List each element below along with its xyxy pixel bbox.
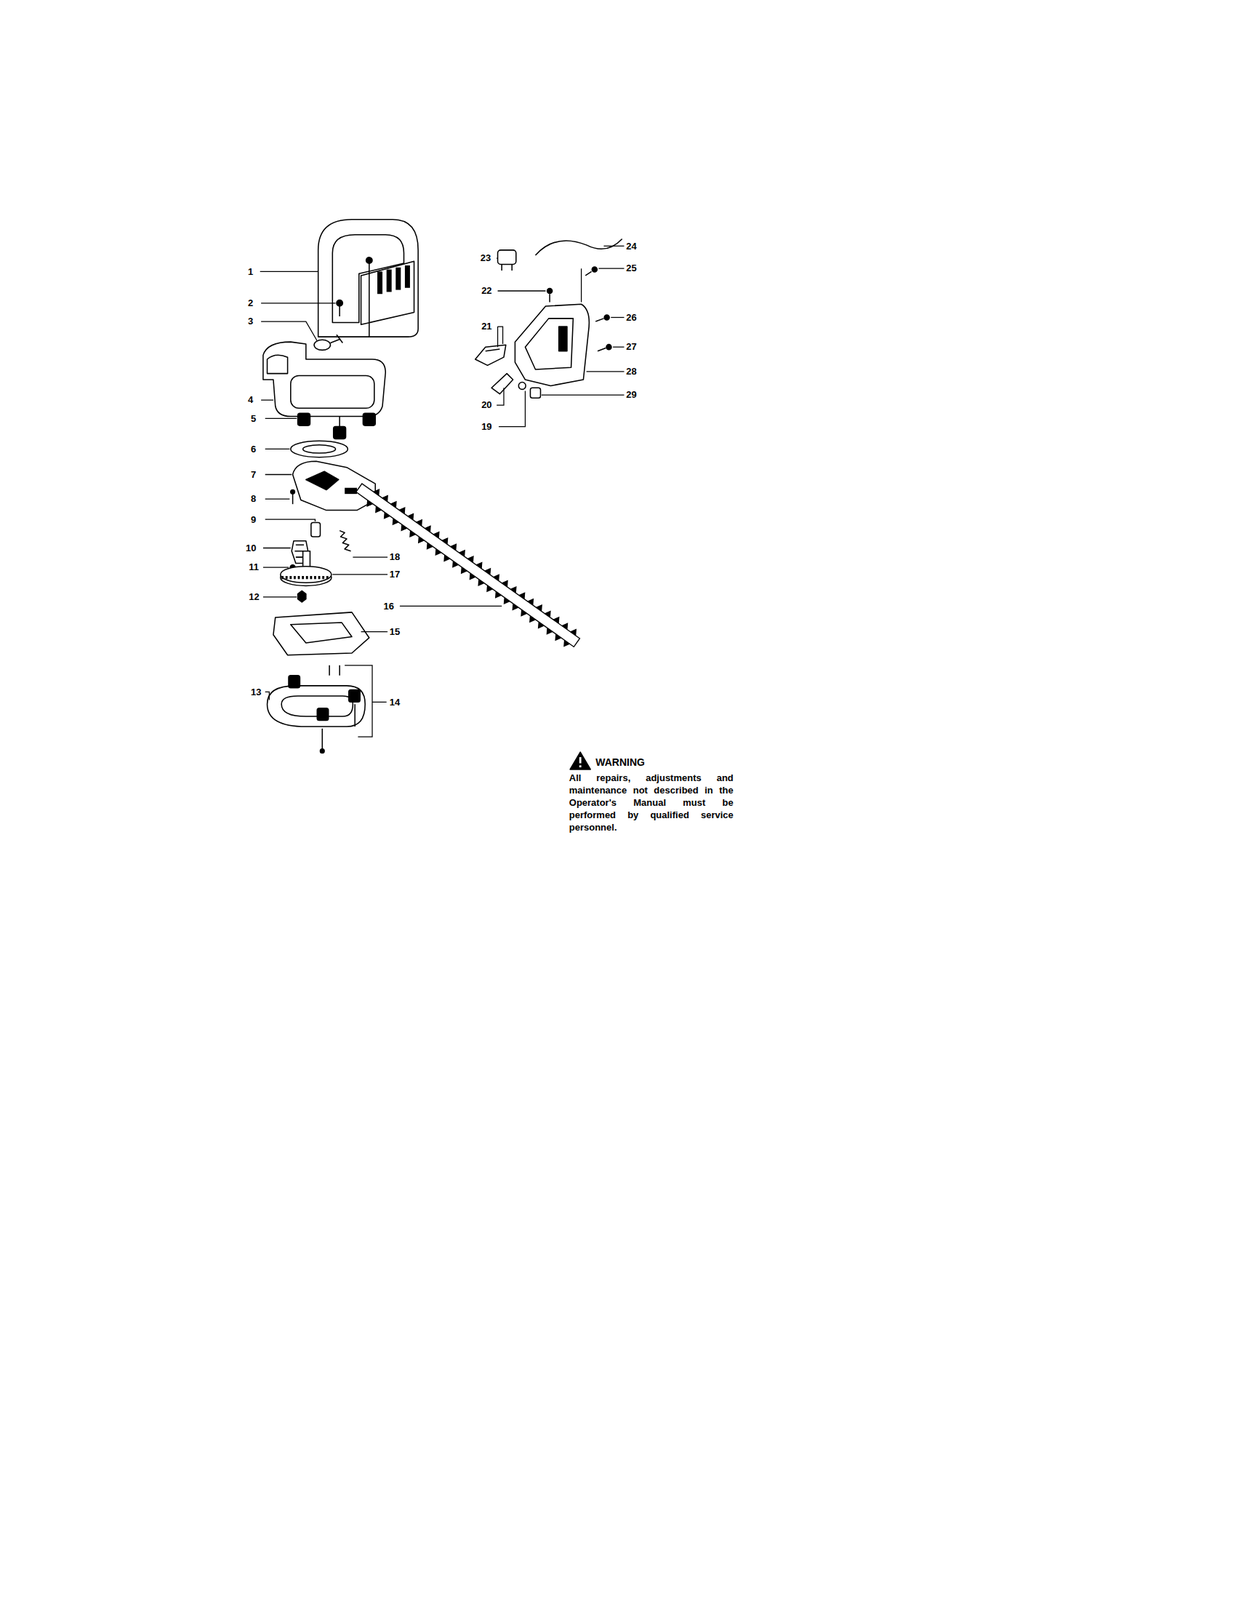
blade-tooth [415, 524, 433, 545]
callout-number: 12 [248, 591, 259, 602]
blade-tooth [467, 560, 485, 581]
callout-number: 22 [481, 285, 492, 296]
callout-number: 27 [625, 341, 637, 352]
blade-tooth [535, 609, 553, 630]
callout-number: 11 [248, 561, 259, 572]
callout-number: 13 [250, 687, 261, 697]
blade-tooth [424, 529, 442, 551]
callout-number: 10 [245, 543, 256, 553]
blade-tooth [372, 493, 390, 514]
callout-number: 25 [625, 263, 637, 273]
callout-number: 15 [389, 626, 400, 637]
blade-tooth [492, 578, 510, 600]
callout-number: 18 [389, 551, 400, 562]
callout-number: 28 [625, 366, 637, 376]
callout-number: 2 [247, 298, 253, 308]
callout-number: 1 [247, 266, 253, 277]
callout-number: 20 [481, 399, 492, 410]
callout-number: 3 [247, 316, 253, 326]
warning-heading: WARNING [595, 756, 645, 767]
blade-tooth [527, 603, 544, 624]
blade-tooth [476, 566, 493, 587]
blade-tooth [433, 536, 451, 557]
callout-number: 14 [389, 697, 400, 707]
blade-tooth [407, 518, 425, 539]
blade-tooth [381, 499, 399, 520]
callout-number: 19 [481, 421, 492, 432]
callout-number: 6 [250, 444, 256, 454]
blade-tooth [390, 505, 408, 527]
callout-number: 5 [250, 413, 256, 424]
blade-tooth [442, 542, 459, 563]
callout-number: 23 [480, 252, 491, 263]
blade-tooth [484, 572, 502, 594]
blade-bar [356, 483, 581, 647]
callout-number: 24 [625, 241, 637, 251]
callout-number: 16 [383, 601, 394, 611]
blade-tooth [450, 548, 467, 569]
blade-tooth [553, 621, 570, 642]
blade-tooth [501, 585, 519, 606]
callout-number: 29 [625, 389, 637, 400]
callout-number: 9 [250, 514, 256, 525]
callout-number: 4 [247, 394, 253, 405]
blade-tooth [561, 627, 579, 648]
warning-note: All repairs, adjustments and maintenance… [569, 771, 734, 834]
blade-tooth [364, 487, 382, 509]
blade-tooth [510, 591, 528, 612]
callout-number: 17 [389, 569, 400, 579]
callout-number: 8 [250, 493, 256, 504]
blade-tooth [458, 554, 476, 576]
blade-tooth [544, 615, 562, 636]
blade-tooth [519, 596, 536, 618]
callout-number: 21 [481, 321, 492, 331]
blade-tooth [399, 511, 416, 533]
callout-number: 26 [625, 312, 637, 323]
callout-number: 7 [250, 469, 256, 480]
